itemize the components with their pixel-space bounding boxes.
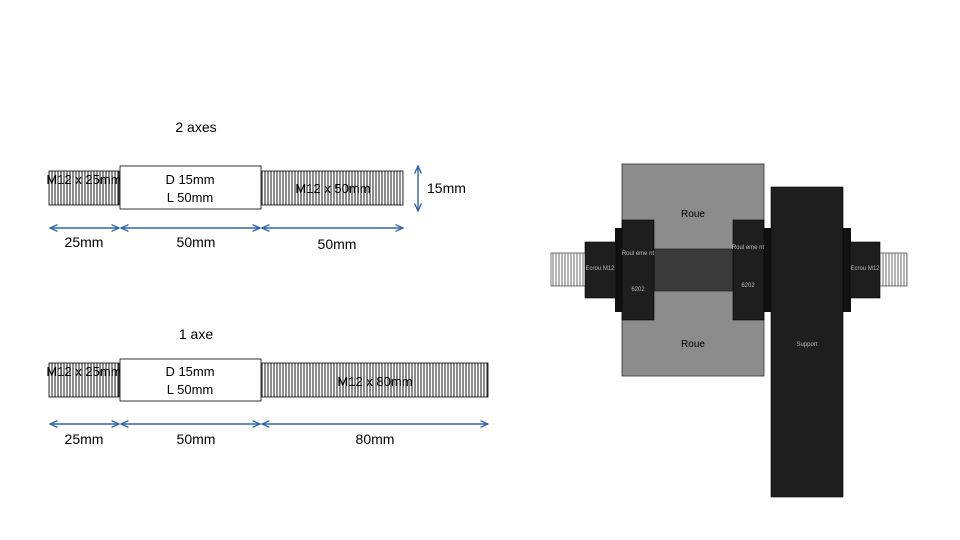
- wheel-bottom-label: Roue: [681, 339, 705, 350]
- shaft-1-axe: 1 axe M12 x 25mm D 15mm L 50mm M12 x 80m…: [46, 326, 488, 447]
- spacer-left: [615, 228, 623, 312]
- spacer-right-outer: [843, 228, 851, 312]
- center-label-line1: D 15mm: [165, 364, 214, 379]
- center-label-line2: L 50mm: [167, 190, 213, 205]
- thread-right: [261, 170, 404, 206]
- bearing-right-label: Roul eme nt: [732, 245, 765, 251]
- center-section: [119, 358, 262, 402]
- center-label-line1: D 15mm: [165, 172, 214, 187]
- shaft-2-axes-title: 2 axes: [175, 119, 216, 135]
- dim-center-label: 50mm: [177, 431, 216, 447]
- center-label-line2: L 50mm: [167, 382, 213, 397]
- wheel-top-label: Roue: [681, 209, 705, 220]
- thread-end-right: [878, 252, 908, 287]
- shaft-1-axe-title: 1 axe: [179, 326, 213, 342]
- thread-left: [48, 362, 120, 398]
- thread-left: [48, 170, 120, 206]
- spacer-right: [764, 228, 772, 312]
- thread-end-left: [550, 252, 588, 287]
- dim-right-label: 80mm: [356, 431, 395, 447]
- nut-left: [584, 241, 617, 299]
- nut-left-label: Ecrou M12: [585, 266, 615, 272]
- axle: [653, 248, 735, 292]
- support-label: Support: [796, 342, 817, 348]
- dim-left-label: 25mm: [65, 431, 104, 447]
- nut-right: [849, 241, 881, 299]
- thread-right: [261, 362, 489, 398]
- bearing-left-code: 6202: [631, 287, 645, 293]
- bearing-right: [732, 219, 765, 321]
- nut-right-label: Ecrou M12: [850, 266, 880, 272]
- wheel-assembly: Roue Roue Ecrou M12 Ecrou M12 Roul eme n…: [550, 163, 908, 498]
- dim-center-label: 50mm: [177, 234, 216, 250]
- support: [770, 186, 844, 498]
- height-dim-label: 15mm: [427, 180, 466, 196]
- shaft-2-axes: 2 axes M12 x 25mm D 15mm L 50mm M12 x 50…: [46, 119, 465, 252]
- thread-left-label: M12 x 25mm: [46, 172, 121, 187]
- bearing-left: [621, 219, 655, 321]
- bearing-left-label: Roul eme nt: [622, 251, 655, 257]
- dim-left-label: 25mm: [65, 234, 104, 250]
- thread-left-label-line1: M12 x 25mm: [46, 172, 121, 187]
- dim-right-label: 50mm: [318, 236, 357, 252]
- thread-right-label: M12 x 80mm: [337, 374, 412, 389]
- thread-left-label: M12 x 25mm: [46, 364, 121, 379]
- bearing-right-code: 6202: [741, 283, 755, 289]
- thread-right-label: M12 x 50mm: [295, 181, 370, 196]
- center-section: [119, 165, 262, 210]
